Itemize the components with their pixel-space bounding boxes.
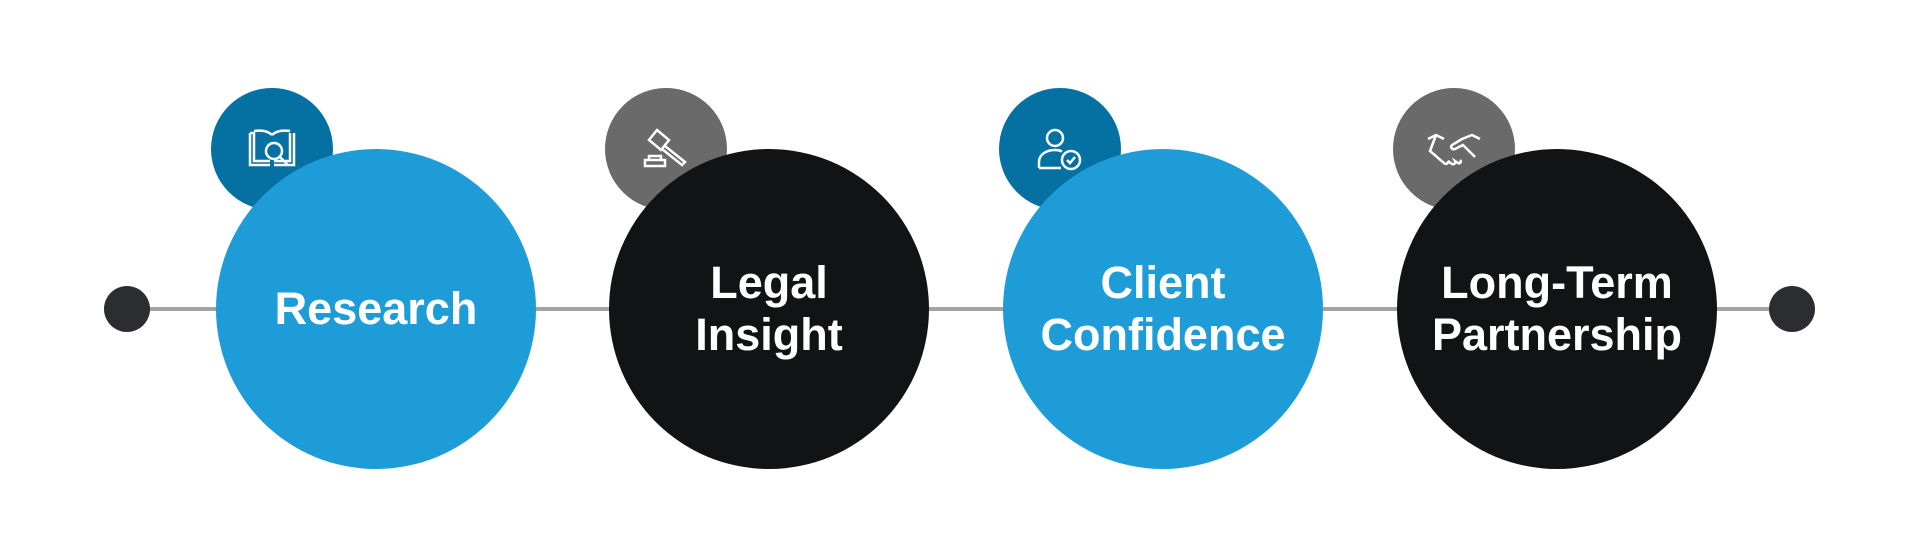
step-label-line-1: Long-Term <box>1441 257 1673 308</box>
timeline-line <box>127 307 1792 311</box>
step-label-line-2: Insight <box>695 309 843 360</box>
book-search-icon <box>248 129 296 167</box>
step-research: Research <box>216 149 536 469</box>
gavel-icon <box>643 128 687 168</box>
step-label-line-1: Legal <box>710 257 828 308</box>
step-label-line-1: Client <box>1100 257 1226 308</box>
timeline-end-dot <box>1769 286 1815 332</box>
timeline-start-dot <box>104 286 150 332</box>
step-label-line-2: Confidence <box>1040 309 1286 360</box>
user-check-icon <box>1037 128 1082 171</box>
step-label: Research <box>274 283 478 334</box>
step-label-line-2: Partnership <box>1431 309 1683 360</box>
handshake-icon <box>1427 133 1481 166</box>
